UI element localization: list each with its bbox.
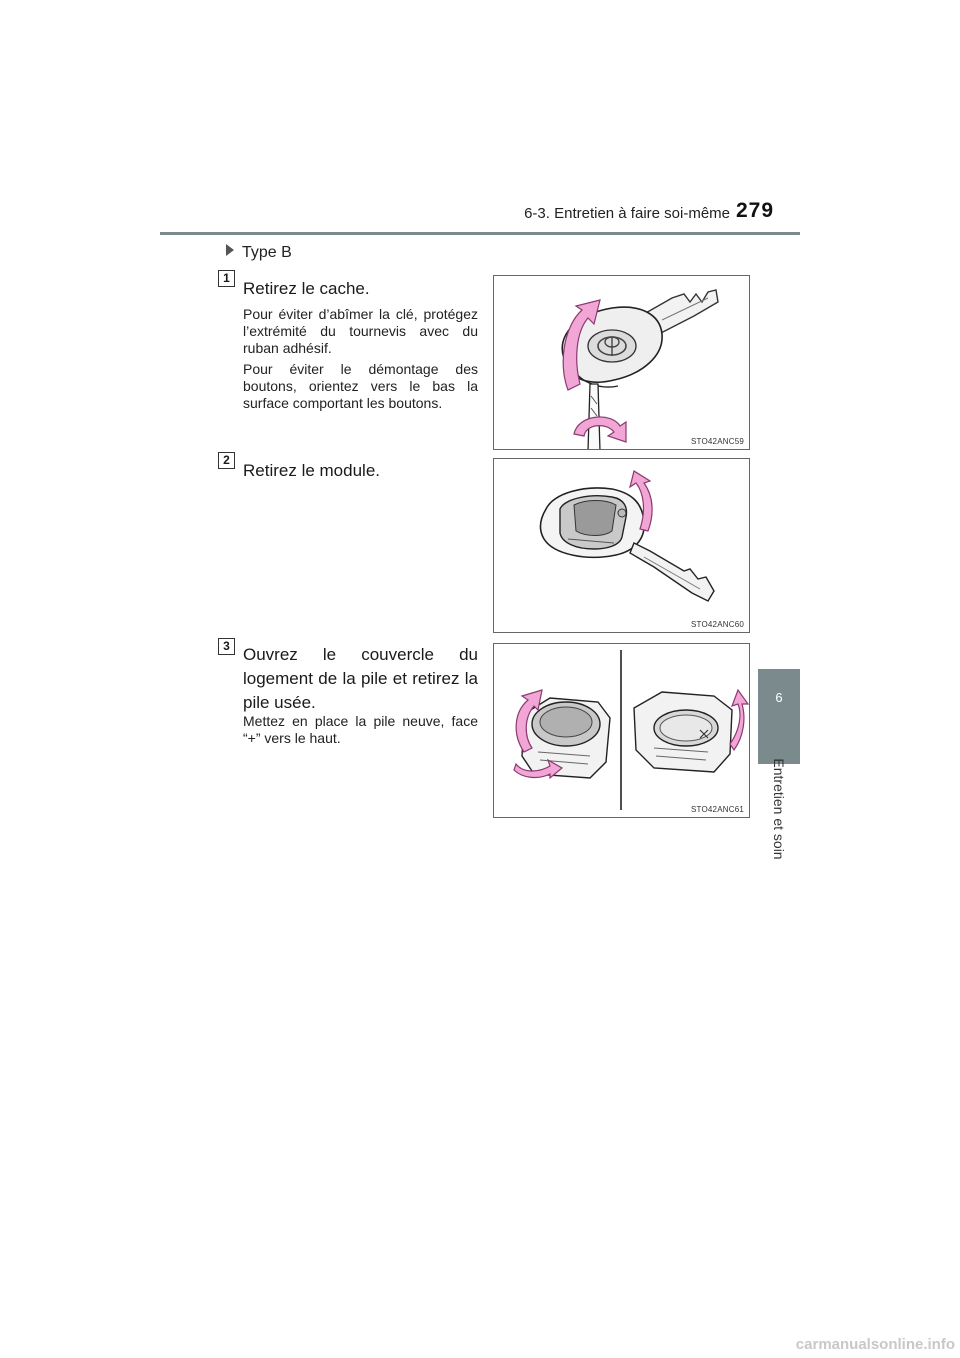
figure-remove-module: STO42ANC60 — [493, 458, 750, 633]
triangle-bullet-icon — [226, 244, 234, 256]
step-number-1: 1 — [218, 270, 235, 287]
step-1-paragraph-2: Pour éviter le démontage des boutons, or… — [243, 361, 478, 411]
figure-code-3: STO42ANC61 — [691, 805, 744, 814]
step-1-paragraph-1: Pour éviter d’abîmer la clé, protégez l’… — [243, 306, 478, 356]
step-3-paragraph-1: Mettez en place la pile neuve, face “+” … — [243, 713, 478, 746]
header-rule — [160, 232, 800, 235]
type-heading-text: Type B — [242, 244, 292, 261]
type-heading: Type B — [226, 244, 292, 262]
step-3-title: Ouvrez le couvercle du logement de la pi… — [243, 645, 478, 712]
figure-replace-battery: STO42ANC61 — [493, 643, 750, 818]
section-title: 6-3. Entretien à faire soi-même — [524, 205, 730, 222]
module-removal-illustration — [539, 470, 715, 602]
key-cover-illustration — [561, 289, 719, 449]
page-number: 279 — [736, 199, 775, 222]
battery-replacement-illustration — [513, 650, 749, 810]
step-number-2: 2 — [218, 452, 235, 469]
step-2-title: Retirez le module. — [243, 461, 381, 480]
watermark: carmanualsonline.info — [795, 1336, 955, 1353]
figure-code-2: STO42ANC60 — [691, 620, 744, 629]
chapter-tab-number: 6 — [758, 669, 800, 764]
figure-code-1: STO42ANC59 — [691, 437, 744, 446]
step-1-title: Retirez le cache. — [243, 279, 370, 298]
chapter-tab-label-text: Entretien et soin — [771, 758, 787, 860]
chapter-tab-label: Entretien et soin — [758, 758, 800, 859]
step-number-3: 3 — [218, 638, 235, 655]
figure-remove-cover: STO42ANC59 — [493, 275, 750, 450]
